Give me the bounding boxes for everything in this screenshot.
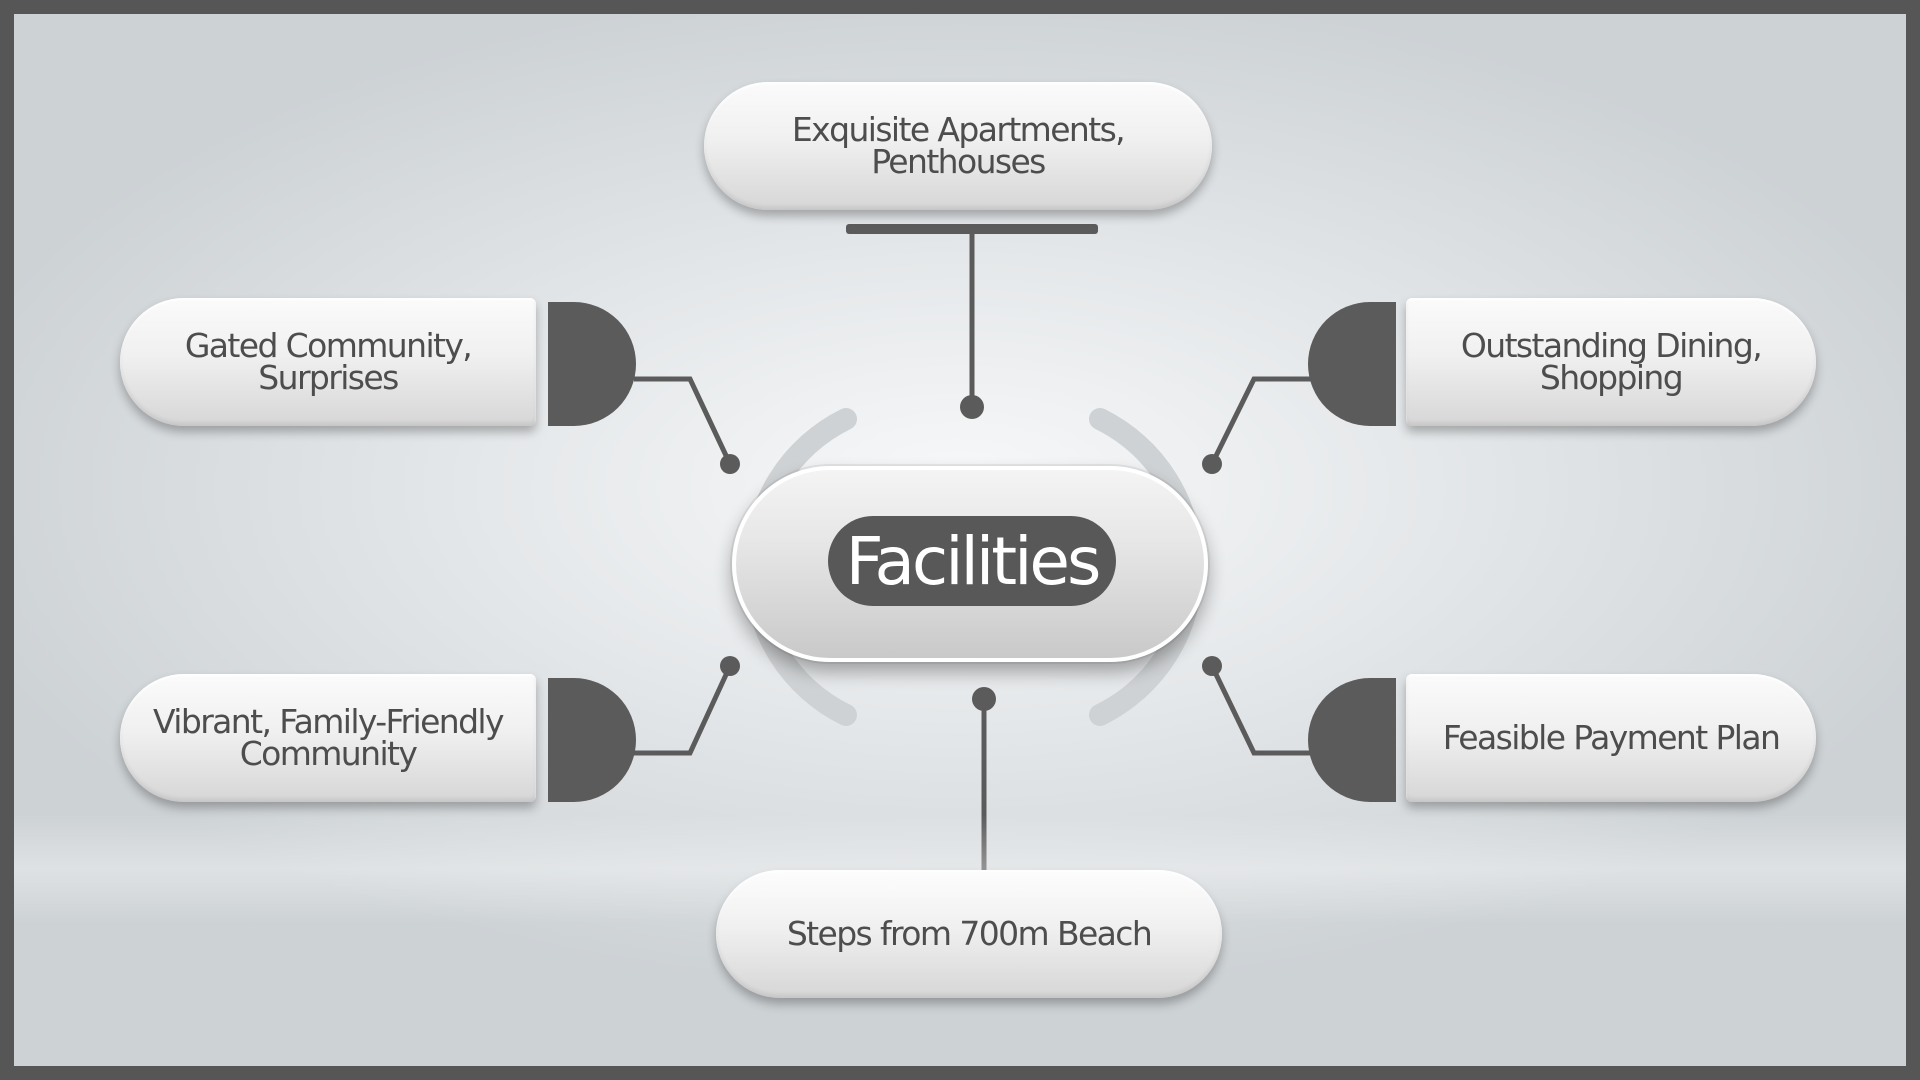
bottom-dot [972,687,996,711]
right-lower-dot [1202,656,1222,676]
node-left-lower-label: Vibrant, Family-Friendly Community [153,702,504,773]
node-right-upper: Outstanding Dining, Shopping [1406,298,1816,426]
node-top: Exquisite Apartments, Penthouses [704,82,1212,210]
left-lower-dot [720,656,740,676]
left-lower-line [634,664,733,756]
node-bottom-label: Steps from 700m Beach [786,914,1153,953]
right-upper-line [1209,376,1312,466]
node-left-upper: Gated Community, Surprises [120,298,536,426]
right-lower-line [1209,664,1312,756]
top-bar [846,224,1098,234]
node-right-lower: Feasible Payment Plan [1406,674,1816,802]
node-right-upper-label: Outstanding Dining, Shopping [1460,326,1763,397]
node-bottom: Steps from 700m Beach [716,870,1222,998]
top-dot [960,395,984,419]
node-left-upper-label: Gated Community, Surprises [184,326,473,397]
right-upper-dot [1202,454,1222,474]
left-upper-dot [720,454,740,474]
node-top-label: Exquisite Apartments, Penthouses [791,110,1126,181]
center-title: Facilities [828,516,1116,606]
left-upper-line [634,376,733,466]
node-right-lower-label: Feasible Payment Plan [1442,718,1781,757]
node-left-lower: Vibrant, Family-Friendly Community [120,674,536,802]
